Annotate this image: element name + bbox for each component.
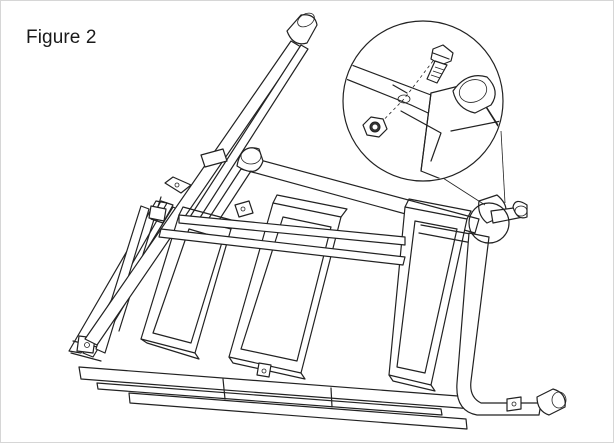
nut-icon <box>362 116 388 138</box>
step-2 <box>228 194 348 380</box>
step-1 <box>140 206 236 360</box>
base-rails <box>78 366 474 430</box>
left-brackets <box>148 148 254 222</box>
diagonal-brace-upper <box>84 12 318 346</box>
right-frame-leg <box>456 194 567 416</box>
bolt-icon <box>426 44 454 84</box>
magnified-detail <box>342 20 504 182</box>
step-3 <box>388 198 472 392</box>
figure-title: Figure 2 <box>26 27 97 48</box>
cross-rails <box>158 214 488 266</box>
